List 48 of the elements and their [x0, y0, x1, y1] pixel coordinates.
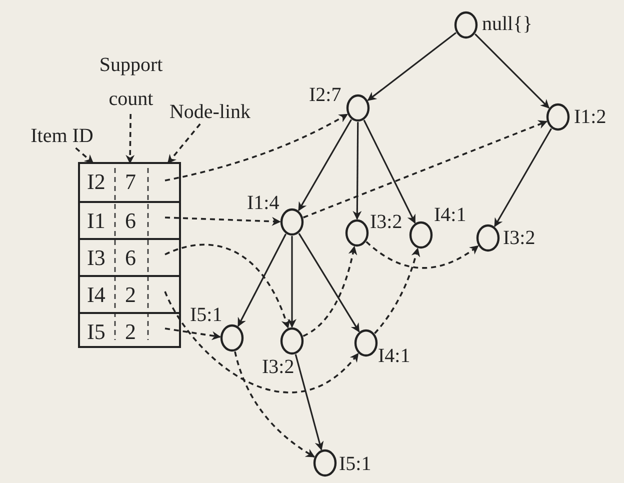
node-label: I4:1: [434, 204, 466, 226]
node-link-arrow: [303, 120, 548, 218]
node-link-arrow: [164, 216, 281, 226]
header-label: Item ID: [26, 124, 98, 148]
node-link-arrow: [164, 291, 359, 394]
leader-arrow: [167, 123, 201, 164]
node-link-arrow: [302, 246, 358, 337]
leader-arrow: [126, 114, 135, 164]
node-label: I5:1: [190, 304, 222, 326]
node-label: I5:1: [339, 453, 372, 475]
support-count: 6: [125, 244, 136, 272]
tree-arrow: [363, 120, 416, 224]
leader-arrow: [75, 147, 94, 164]
node-label: I3:2: [262, 356, 294, 378]
tree-arrow: [298, 119, 352, 212]
node-label: I1:2: [574, 106, 606, 128]
support-count: 2: [125, 281, 136, 309]
header-label: Node-link: [168, 100, 252, 124]
item-id: I3: [87, 244, 106, 272]
node-label: null{}: [482, 13, 532, 35]
node-label: I3:2: [370, 211, 402, 233]
node-link-arrow: [234, 351, 315, 458]
item-id: I2: [87, 168, 106, 196]
node-label: I1:4: [247, 192, 280, 214]
item-id: I4: [87, 281, 106, 309]
node-label: I3:2: [503, 227, 536, 249]
tree-arrow: [294, 354, 324, 451]
tree-arrow: [352, 122, 362, 220]
tree-arrow: [288, 236, 296, 328]
tree-arrow: [237, 234, 287, 327]
support-count: 6: [125, 207, 136, 235]
node-link-arrow: [374, 248, 420, 334]
node-link-arrow: [366, 241, 479, 269]
tree-arrow: [298, 232, 360, 332]
node-link-arrow: [164, 114, 348, 182]
tree-arrow: [474, 34, 550, 109]
support-count: 2: [125, 318, 136, 346]
item-id: I5: [87, 318, 106, 346]
support-count: 7: [125, 168, 136, 196]
node-link-arrow: [164, 244, 290, 329]
header-label: Support count: [92, 48, 170, 114]
header-table: [78, 162, 181, 348]
tree-arrow: [367, 32, 456, 101]
item-id: I1: [87, 207, 106, 235]
node-label: I2:7: [309, 84, 342, 106]
tree-arrow: [494, 128, 552, 228]
node-link-arrow: [164, 328, 221, 340]
node-label: I4:1: [378, 345, 410, 367]
